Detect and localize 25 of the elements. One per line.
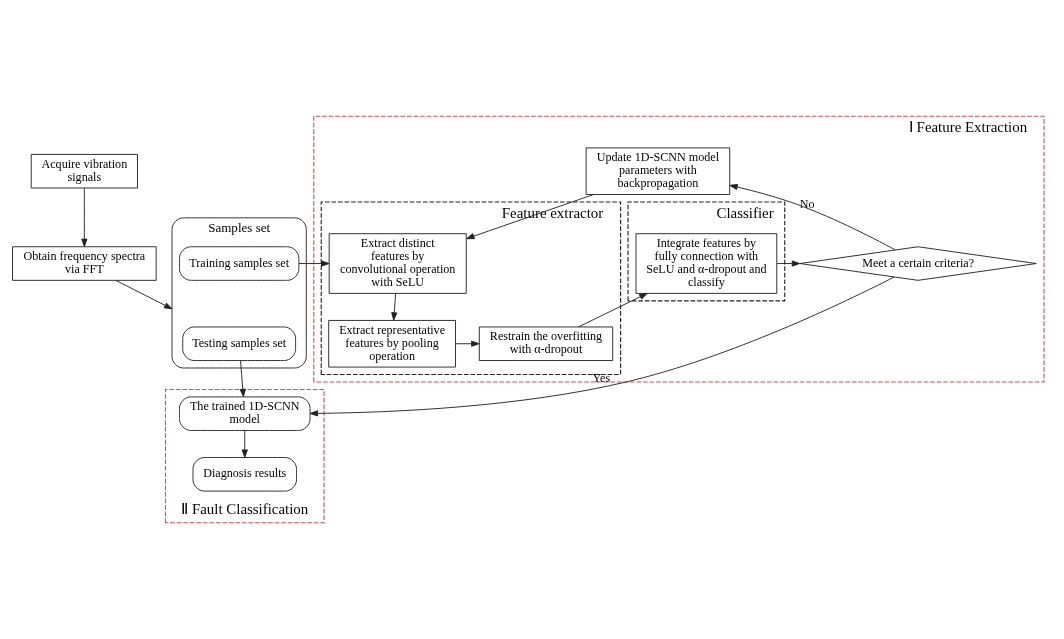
node-box: Restrain the overfitting with α-dropout (478, 326, 614, 361)
arrow (115, 280, 173, 310)
arrow (298, 260, 330, 267)
node-box: Extract distinct features by convolutional operation with SeLU (328, 233, 467, 294)
arrow (466, 194, 594, 240)
node-box: Integrate features by fully connection with SeLU and α-dropout and classify (635, 233, 778, 294)
arrow (391, 293, 398, 321)
node-box: Extract representative features by pooling operation (328, 319, 456, 368)
node-box: The trained 1D-SCNN model (179, 396, 311, 431)
arrow (241, 430, 248, 458)
arrow (81, 187, 88, 248)
node-box: Testing samples set (182, 326, 297, 361)
arrow (729, 184, 896, 251)
node-box: Update 1D-SCNN model parameters with backpropagation (585, 147, 731, 195)
node-box: Diagnosis results (192, 457, 297, 492)
arrow (239, 360, 246, 398)
node-box: Acquire vibration signals (30, 153, 138, 189)
arrow (455, 340, 480, 347)
arrow (578, 292, 648, 328)
arrow (776, 260, 801, 267)
edge-label: No (799, 197, 815, 212)
arrow (309, 276, 895, 417)
node-box: Training samples set (179, 246, 300, 281)
node-box: Obtain frequency spectra via FFT (12, 246, 157, 281)
node-diamond: Meet a certain criteria? (799, 246, 1037, 281)
